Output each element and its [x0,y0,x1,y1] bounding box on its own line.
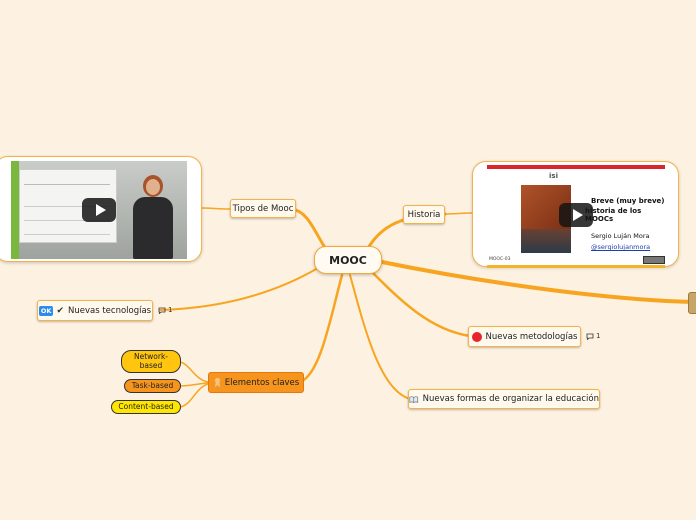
link-right-edge [380,260,696,304]
link-content [179,383,209,408]
play-button-icon[interactable] [82,198,116,222]
topic-nuevas-tecnologias[interactable]: OK ✔ Nuevas tecnologías [37,300,153,321]
comment-count-tecnologias[interactable]: 1 [158,306,172,314]
topic-historia[interactable]: Historia [403,205,445,224]
comment-count: 1 [596,332,601,340]
comment-count-metodologias[interactable]: 1 [586,332,600,340]
speech-bubble-icon [586,333,594,340]
link-historia-video [444,212,473,215]
slide-panel [19,169,117,243]
video-tipos-de-mooc[interactable] [0,156,202,262]
subtopic-task-based[interactable]: Task-based [124,379,181,393]
speech-bubble-icon [158,307,166,314]
topic-label: Nuevas tecnologías [67,305,152,316]
slide-author: Sergio Luján Mora [591,232,650,240]
red-dot-icon [471,331,482,342]
checkmark-icon: ✔ [56,305,64,316]
slide-title-line2: historia de los MOOCs [585,207,642,223]
slide-footer: MOOC-03 [489,257,511,262]
topic-tipos-de-mooc[interactable]: Tipos de Mooc [230,199,296,218]
central-topic[interactable]: MOOC [314,246,382,274]
topic-offscreen-right[interactable] [688,292,696,314]
topic-nuevas-formas[interactable]: Nuevas formas de organizar la educación [408,389,600,409]
video-historia[interactable]: isi Breve (muy breve) historia de los MO… [472,161,679,268]
open-book-icon [409,395,419,403]
presenter-figure [129,171,181,259]
topic-label: Nuevas formas de organizar la educación [422,394,599,404]
topic-label: Nuevas metodologías [485,331,578,342]
ribbon-icon [213,377,221,388]
subtopic-network-based[interactable]: Network-based [121,350,181,373]
comment-count: 1 [168,306,173,314]
topic-nuevas-metodologias[interactable]: Nuevas metodologías [468,326,581,347]
link-tecnologias [159,267,319,311]
subtopic-content-based[interactable]: Content-based [111,400,181,414]
video-thumbnail: isi Breve (muy breve) historia de los MO… [487,165,665,268]
topic-label: Elementos claves [224,377,300,388]
slide-title-line1: Breve (muy breve) [591,197,665,205]
topic-elementos-claves[interactable]: Elementos claves [208,372,304,393]
logo-text: isi [549,172,558,180]
license-badge-icon [643,256,665,264]
link-metodologias [370,270,472,338]
slide-handle: @sergiolujanmora [591,243,651,251]
link-elementos [298,273,344,384]
link-formas [349,274,411,400]
video-thumbnail [11,161,187,259]
link-tipos-video [201,207,231,210]
play-button-icon[interactable] [559,203,593,227]
link-task [179,382,209,387]
ok-badge-icon: OK [38,305,54,316]
link-network [179,361,209,383]
